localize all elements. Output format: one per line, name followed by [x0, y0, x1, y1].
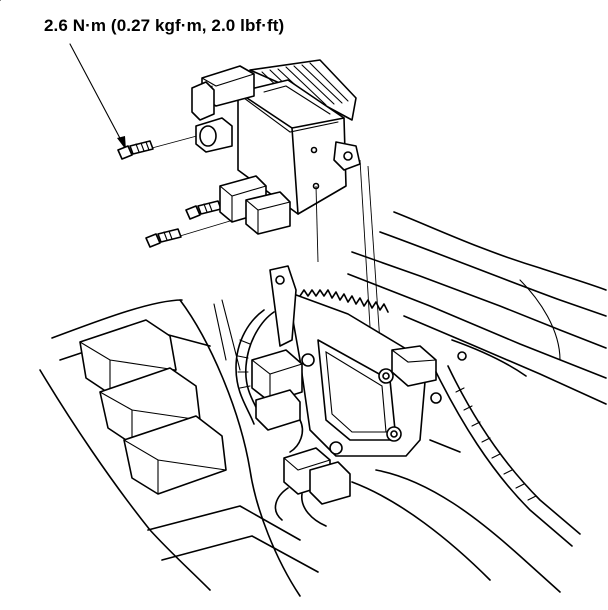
engine-cover	[39, 299, 319, 597]
module-bolt-upper	[117, 132, 209, 160]
mounting-bracket	[269, 265, 442, 457]
module-bolt-middle	[185, 197, 247, 220]
wire-harness	[235, 309, 351, 527]
control-module	[0, 0, 361, 235]
torque-spec-label: 2.6 N·m (0.27 kgf·m, 2.0 lbf·ft)	[44, 16, 285, 35]
module-bolt-lower	[145, 217, 241, 248]
torque-leader-arrow	[69, 43, 126, 150]
engine-right-side	[347, 211, 607, 593]
